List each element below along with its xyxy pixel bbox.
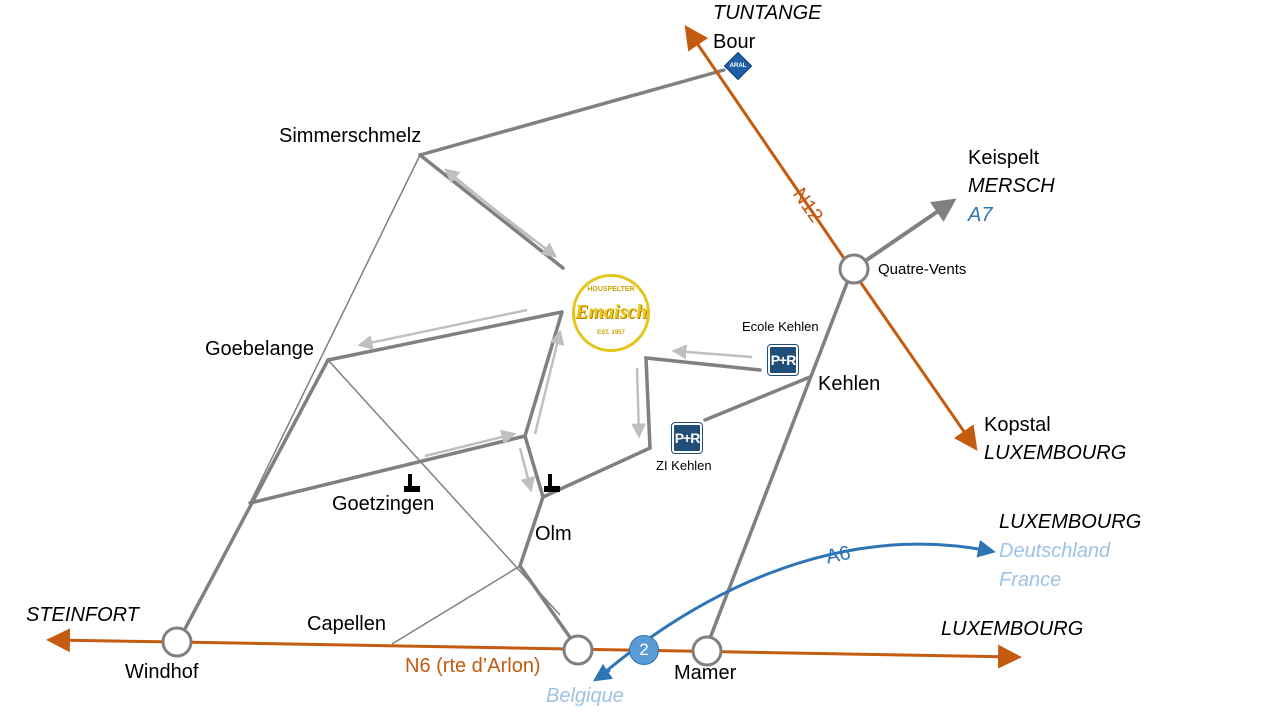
n12-road-south bbox=[850, 269, 978, 451]
label-zi-kehlen: ZI Kehlen bbox=[656, 458, 712, 473]
roundabout-windhof bbox=[161, 626, 193, 658]
roundabouts bbox=[161, 253, 870, 667]
label-luxembourg-a6: LUXEMBOURG bbox=[999, 511, 1142, 533]
label-france: France bbox=[999, 569, 1062, 591]
label-deutschland: Deutschland bbox=[999, 540, 1111, 562]
n6-road-west bbox=[46, 628, 179, 653]
label-luxembourg-south: LUXEMBOURG bbox=[941, 618, 1084, 640]
a6-motorway-south bbox=[593, 663, 613, 682]
label-simmerschmelz: Simmerschmelz bbox=[279, 125, 422, 147]
road-to-keispelt bbox=[850, 198, 957, 272]
roundabout-n6 bbox=[562, 634, 594, 666]
label-quatre-vents: Quatre-Vents bbox=[878, 261, 967, 278]
minor-roads bbox=[249, 154, 561, 645]
label-windhof: Windhof bbox=[125, 661, 199, 683]
label-kehlen: Kehlen bbox=[818, 373, 881, 395]
exit-2-badge: 2 bbox=[629, 635, 659, 665]
label-ecole-kehlen: Ecole Kehlen bbox=[742, 319, 819, 334]
park-ride-icon: P+R bbox=[767, 344, 799, 376]
emaischen-logo: HOUSPELTER Emaischen EST. 1957 bbox=[572, 274, 650, 352]
label-a7: A7 bbox=[968, 204, 993, 226]
local-roads bbox=[176, 68, 854, 648]
label-mamer: Mamer bbox=[674, 662, 737, 684]
label-bour: Bour bbox=[713, 31, 756, 53]
label-kopstal: Kopstal bbox=[984, 414, 1051, 436]
label-olm: Olm bbox=[535, 523, 572, 545]
label-n6: N6 (rte d’Arlon) bbox=[405, 655, 541, 677]
n6-road-east bbox=[177, 640, 1022, 669]
direction-arrows bbox=[357, 168, 753, 493]
factory-icon bbox=[404, 474, 420, 492]
label-luxembourg-east: LUXEMBOURG bbox=[984, 442, 1127, 464]
label-steinfort: STEINFORT bbox=[26, 604, 139, 626]
a6-motorway bbox=[597, 539, 996, 680]
roundabout-quatre-vents bbox=[838, 253, 870, 285]
label-goetzingen: Goetzingen bbox=[332, 493, 435, 515]
label-capellen: Capellen bbox=[307, 613, 386, 635]
label-tuntange: TUNTANGE bbox=[713, 2, 822, 24]
n12-road-north bbox=[684, 25, 854, 271]
park-ride-icon: P+R bbox=[671, 422, 703, 454]
label-goebelange: Goebelange bbox=[205, 338, 314, 360]
roundabout-mamer bbox=[691, 635, 723, 667]
factory-icon bbox=[544, 474, 560, 492]
label-keispelt: Keispelt bbox=[968, 147, 1040, 169]
label-belgique: Belgique bbox=[546, 685, 624, 707]
label-mersch: MERSCH bbox=[968, 175, 1055, 197]
